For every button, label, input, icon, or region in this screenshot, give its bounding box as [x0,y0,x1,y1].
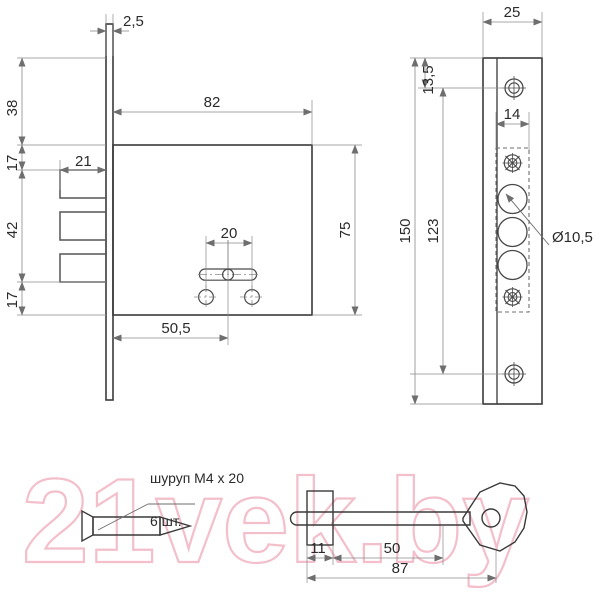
side-cutout-dashed [495,147,530,313]
keyhole-detail [194,240,264,309]
faceplate-fixing-screw-bottom [501,361,527,387]
side-screw-bottom [501,286,524,308]
dim-key-shank-length: 50 [384,540,401,557]
dim-key-total-length: 87 [392,560,409,577]
watermark-text: 21vek.by [22,454,529,588]
side-hole-2 [497,216,528,248]
dim-screw-spacing: 123 [425,218,442,243]
keyhole-slot [198,268,258,281]
dim-cutout-width: 14 [504,106,521,123]
dim-keyhole-span: 20 [221,225,238,242]
dim-faceplate-thickness: 2,5 [123,13,144,30]
front-view-dimensions: 2,5 38 17 42 17 21 [4,13,362,345]
side-screw-top [501,152,524,174]
lock-body-outline [112,144,313,316]
dim-body-height: 75 [337,222,354,239]
dim-top-screw-offset: 13,5 [420,65,437,94]
hardware-screw: шуруп M4 x 20 6 шт. [81,470,244,543]
side-view-dimensions: 25 14 13,5 150 123 Ø10,5 [397,4,593,405]
screw-quantity-label: 6 шт. [150,513,182,529]
dim-gap-top: 17 [4,155,21,172]
dim-body-length: 82 [204,94,221,111]
front-view-geometry [59,23,313,401]
faceplate-fixing-screw-top [501,75,527,101]
hardware-key: 11 50 87 [289,482,528,583]
dim-faceplate-length: 150 [397,218,414,243]
bolt-1 [59,169,107,199]
dim-key-bit-width: 11 [310,540,326,557]
dim-hole-diameter: Ø10,5 [552,229,593,246]
faceplate-strip [105,23,114,401]
dim-top-offset: 38 [4,100,21,117]
dim-keyhole-offset: 50,5 [161,320,190,337]
side-hole-3 [497,249,528,281]
side-view-geometry [482,57,543,405]
side-hole-1 [497,183,528,215]
dim-faceplate-width: 25 [504,4,521,21]
screw-spec-label: шуруп M4 x 20 [150,470,244,486]
bolt-2 [59,211,107,241]
side-faceplate-outline [482,57,543,405]
dim-gap-bottom: 17 [4,292,21,309]
dim-bolt-block: 42 [4,222,21,239]
bolt-3 [59,253,107,283]
dim-bolt-projection: 21 [75,153,92,170]
